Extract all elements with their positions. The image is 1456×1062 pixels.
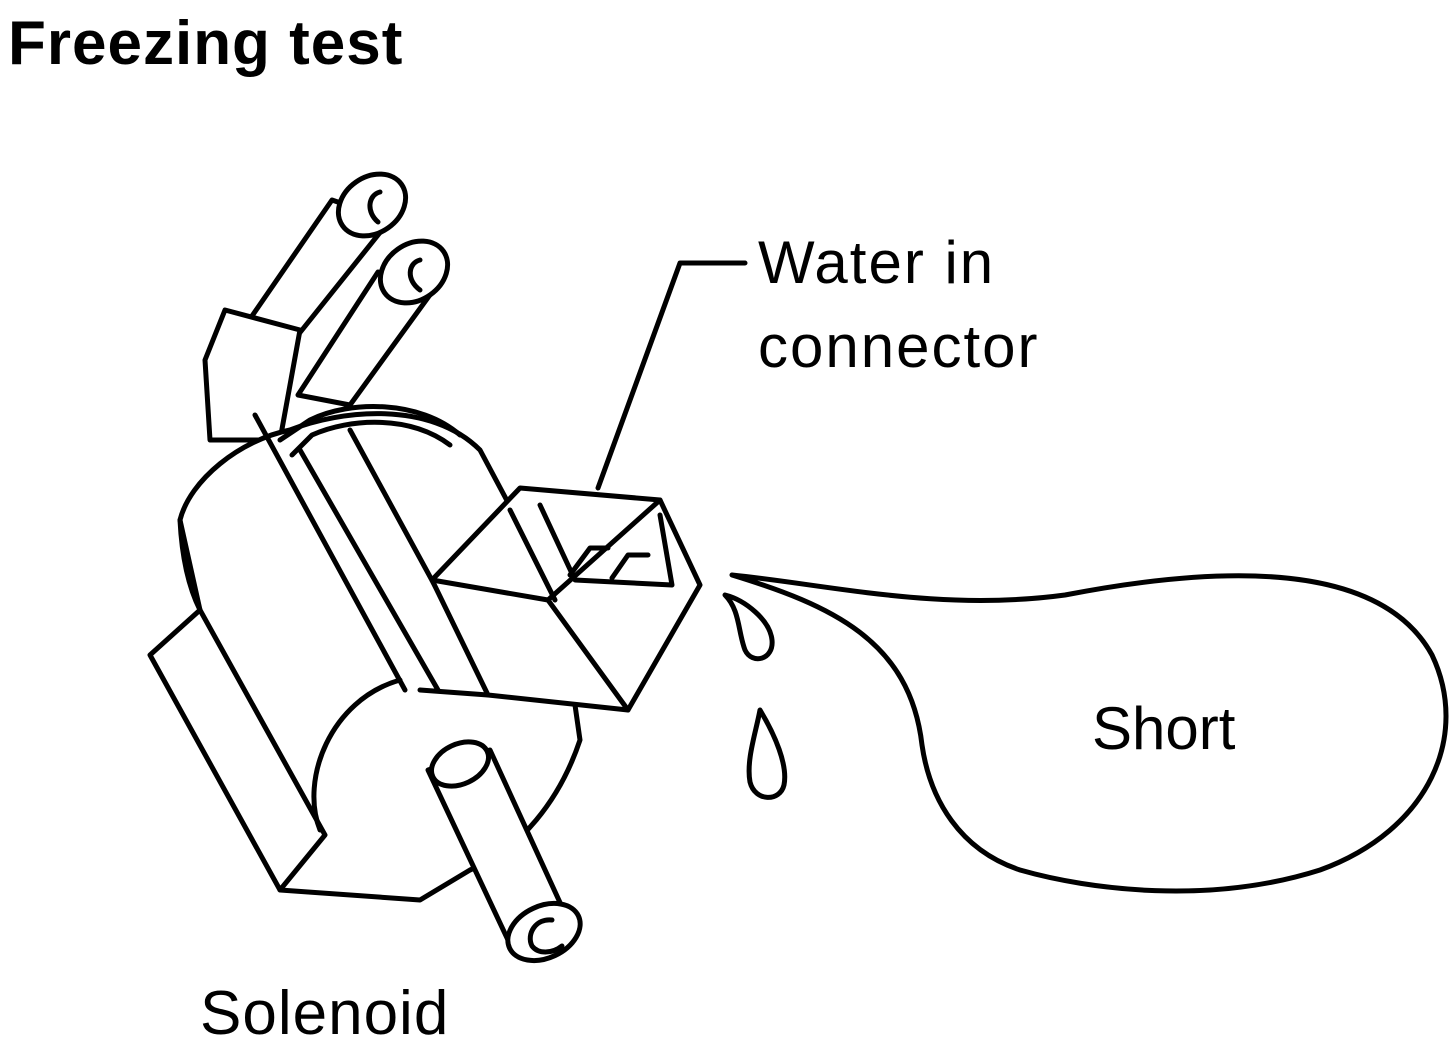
solenoid-label: Solenoid [200,979,450,1048]
upper-hoses [202,171,451,443]
water-in-label-line2: connector [758,313,1040,380]
diagram-title: Freezing test [8,9,404,78]
connector [417,485,703,713]
bottom-pipe [425,739,583,964]
short-balloon [729,572,1449,894]
water-in-leader-line [595,260,748,491]
short-label: Short [1092,695,1236,762]
water-in-label-line1: Water in [758,229,996,296]
water-drop-2 [746,707,788,800]
water-drop-1 [722,592,775,662]
